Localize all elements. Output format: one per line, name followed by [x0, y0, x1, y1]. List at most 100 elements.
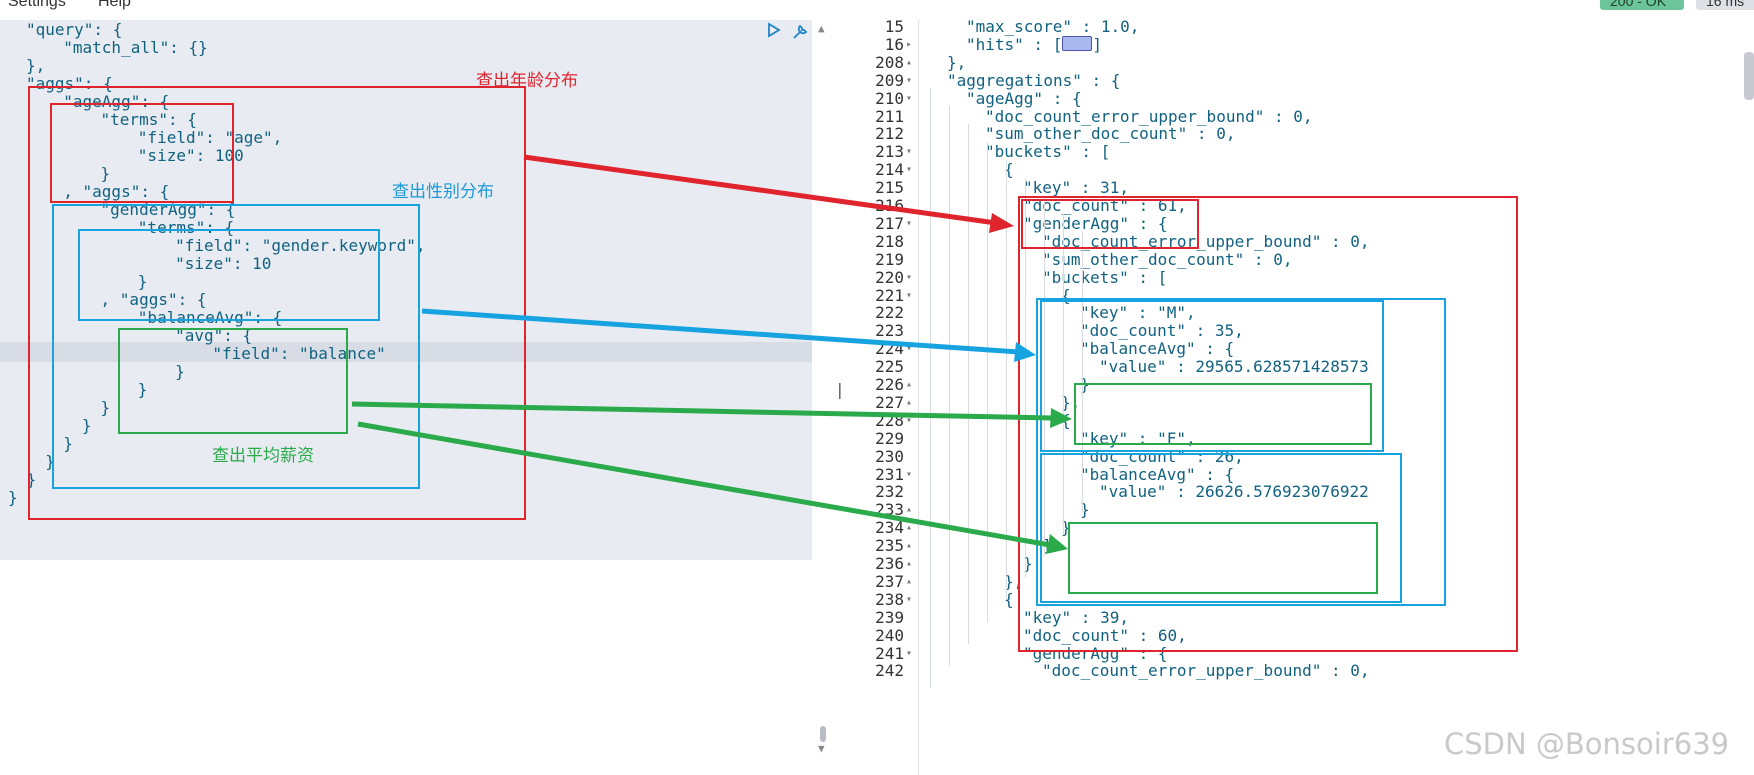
- scroll-up-icon[interactable]: ▲: [818, 22, 825, 35]
- request-line: }: [53, 416, 92, 435]
- response-line: "sum_other_doc_count" : 0,: [1042, 250, 1292, 270]
- response-line: {: [1004, 590, 1014, 610]
- response-balance-f-box: [1068, 522, 1378, 594]
- response-line-text: "genderAgg" : {: [1023, 643, 1168, 663]
- response-viewer: [920, 20, 1754, 775]
- response-status-badge: 200 - OK: [1600, 0, 1684, 10]
- response-line-text: "genderAgg" : {: [1023, 213, 1168, 233]
- request-line: "field": "balance": [116, 344, 386, 363]
- line-number: 220: [875, 267, 904, 287]
- line-number: 240: [875, 625, 904, 645]
- request-line: "terms": {: [80, 218, 235, 237]
- fold-down-icon[interactable]: ▾: [906, 164, 913, 176]
- play-icon[interactable]: [766, 22, 782, 38]
- menu-settings[interactable]: Settings: [8, 0, 66, 10]
- response-line: "doc_count" : 35,: [1080, 321, 1244, 341]
- line-number: 225: [875, 357, 904, 377]
- response-line-text: "value" : 26626.576923076922: [1099, 482, 1369, 502]
- response-line-text: "key" : "F",: [1080, 428, 1196, 448]
- fold-up-icon[interactable]: ▴: [906, 379, 913, 390]
- pane-divider[interactable]: [812, 20, 848, 775]
- response-line: "balanceAvg" : {: [1080, 339, 1234, 359]
- request-line: "avg": {: [98, 326, 253, 345]
- fold-down-icon[interactable]: ▾: [906, 647, 913, 659]
- line-number: 211: [875, 106, 904, 126]
- response-line: }: [1023, 554, 1033, 574]
- response-line: }: [1061, 518, 1071, 538]
- line-number: 236: [875, 554, 904, 573]
- response-line-text: "sum_other_doc_count" : 0,: [985, 124, 1236, 144]
- fold-down-icon[interactable]: ▾: [906, 593, 913, 605]
- fold-down-icon[interactable]: ▾: [906, 271, 913, 283]
- response-line-text: {: [1004, 160, 1014, 180]
- response-line: "ageAgg" : {: [966, 89, 1082, 109]
- response-bucket-m-box: [1040, 300, 1384, 452]
- gender-terms-box: [78, 229, 380, 321]
- line-number: 242: [875, 661, 904, 681]
- line-number: 241: [875, 643, 904, 663]
- request-line: "size": 10: [98, 254, 272, 273]
- fold-down-icon[interactable]: ▾: [906, 343, 913, 355]
- indent-guide: [987, 142, 988, 622]
- response-line: },: [947, 53, 966, 73]
- fold-down-icon[interactable]: ▾: [906, 146, 913, 158]
- fold-up-icon[interactable]: ▴: [906, 558, 913, 569]
- response-line: "doc_count_error_upper_bound" : 0,: [1042, 661, 1370, 681]
- collapsed-hits-icon[interactable]: [1062, 35, 1093, 51]
- response-line-text: "key" : 39,: [1023, 607, 1129, 627]
- request-editor-blank: [0, 560, 812, 775]
- response-line: "sum_other_doc_count" : 0,: [985, 124, 1235, 144]
- response-line: "buckets" : [: [985, 142, 1110, 162]
- response-line-text: "doc_count" : 35,: [1080, 321, 1244, 341]
- request-line: }: [80, 380, 148, 399]
- line-number: 212: [875, 124, 904, 144]
- line-number: 238: [875, 589, 904, 609]
- indent-guide: [1044, 196, 1045, 556]
- balance-avg-box: [118, 328, 348, 434]
- line-number: 209: [875, 70, 904, 90]
- line-number: 210: [875, 88, 904, 108]
- response-key-count-box: [1021, 199, 1199, 249]
- line-number-gutter: [848, 20, 919, 775]
- scroll-down-icon[interactable]: ▼: [818, 742, 825, 755]
- response-line-text: "aggregations" : {: [947, 70, 1121, 90]
- line-number: 208: [875, 52, 904, 72]
- line-number: 15: [884, 17, 904, 36]
- response-line: "key" : "F",: [1080, 429, 1196, 449]
- response-line-text: "doc_count_error_upper_bound" : 0,: [1042, 231, 1370, 251]
- fold-down-icon[interactable]: ▾: [906, 74, 913, 86]
- response-line: "value" : 29565.628571428573: [1099, 357, 1369, 377]
- gender-aggregation-box: [52, 204, 420, 489]
- response-line-text: {: [1004, 589, 1014, 609]
- request-line: "size": 100: [80, 146, 244, 165]
- request-line: }: [62, 398, 111, 417]
- fold-down-icon[interactable]: ▾: [906, 289, 913, 301]
- request-line: "balanceAvg": {: [80, 308, 283, 327]
- indent-guide: [1082, 232, 1083, 512]
- response-line: "doc_count_error_upper_bound" : 0,: [1042, 232, 1370, 252]
- fold-down-icon[interactable]: ▾: [906, 217, 913, 229]
- indent-guide: [1025, 178, 1026, 578]
- request-line: , "aggs": {: [62, 290, 207, 309]
- response-line: "aggregations" : {: [947, 71, 1120, 91]
- left-scrollbar-thumb[interactable]: [820, 726, 826, 742]
- response-line-text: "doc_count_error_upper_bound" : 0,: [985, 106, 1313, 126]
- request-line: "match_all": {}: [44, 38, 208, 57]
- fold-down-icon[interactable]: ▾: [906, 414, 913, 426]
- response-line: "value" : 26626.576923076922: [1099, 482, 1369, 502]
- fold-up-icon[interactable]: ▴: [906, 575, 913, 587]
- fold-down-icon[interactable]: ▾: [906, 92, 913, 104]
- right-scrollbar-thumb[interactable]: [1744, 52, 1754, 100]
- menu-help[interactable]: Help: [98, 0, 131, 10]
- response-line-text: "value" : 29565.628571428573: [1099, 357, 1369, 377]
- request-line: }: [8, 488, 18, 507]
- fold-right-icon[interactable]: ▸: [906, 38, 913, 50]
- response-line: "hits" : []: [966, 35, 1102, 55]
- wrench-icon[interactable]: [790, 22, 810, 42]
- response-line-text: "hits" : [: [966, 34, 1063, 54]
- gender-distribution-label: 查出性别分布: [392, 182, 494, 202]
- fold-down-icon[interactable]: ▾: [906, 468, 913, 480]
- request-line: }: [26, 452, 55, 471]
- fold-up-icon[interactable]: ▴: [906, 56, 913, 68]
- request-line: , "aggs": {: [44, 182, 170, 201]
